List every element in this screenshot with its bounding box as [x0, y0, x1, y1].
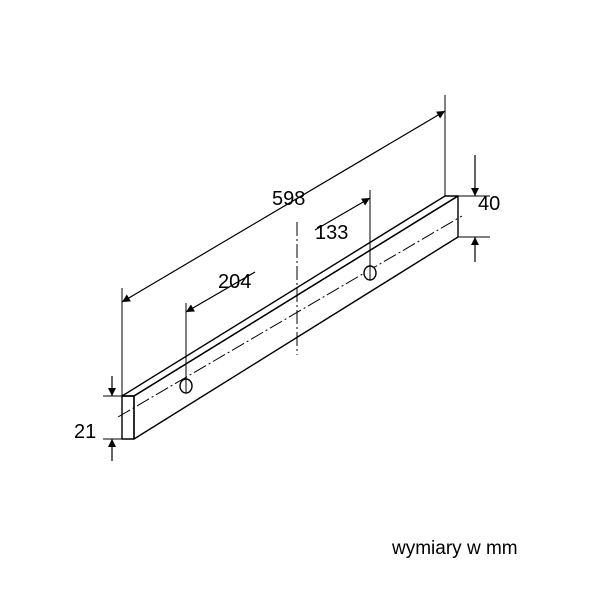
rail-side-face: [133, 195, 459, 440]
dim-598-text: 598: [272, 188, 305, 210]
dim-598-line: [121, 110, 446, 303]
rail-body: [121, 195, 459, 440]
rail-front-face: [121, 395, 135, 440]
units-note: wymiary w mm: [392, 538, 518, 559]
dim-40-text: 40: [478, 193, 500, 215]
dimension-lines: [108, 110, 479, 461]
dim-133-text: 133: [315, 222, 348, 244]
dim-133-line: [314, 197, 371, 231]
mounting-holes: [179, 265, 377, 394]
rail-top-face: [121, 195, 459, 397]
centerline-rail: [117, 215, 463, 418]
dim-204-line: [185, 271, 256, 313]
dim-21-text: 21: [74, 421, 96, 443]
dim-204-text: 204: [218, 271, 251, 293]
